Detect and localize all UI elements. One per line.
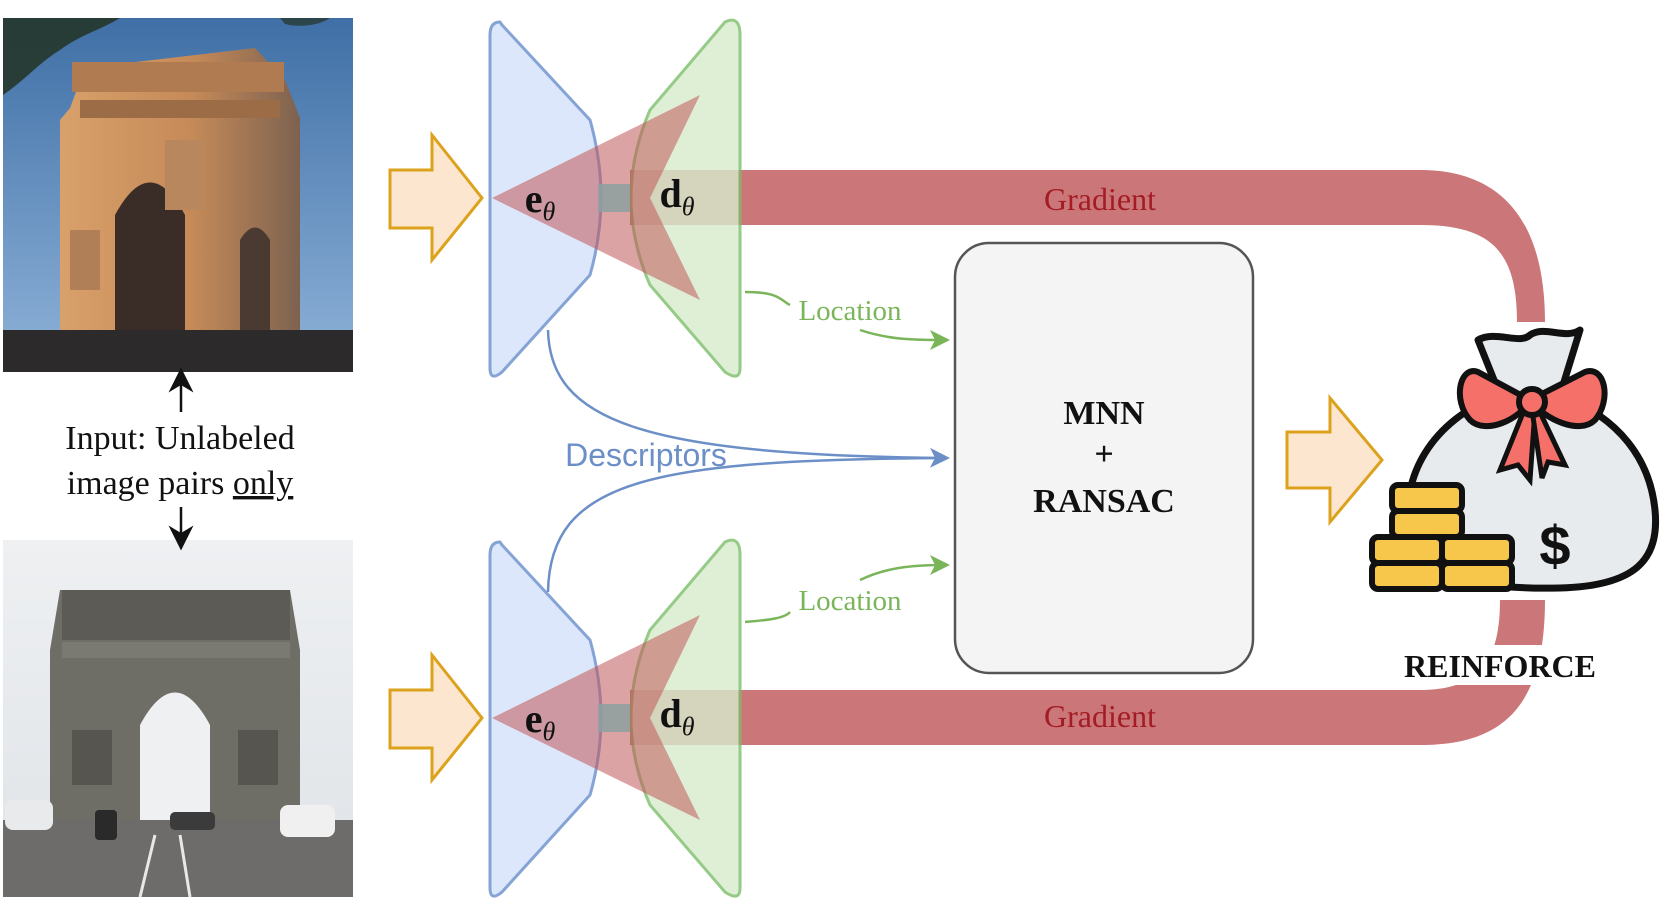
dollar-sign-icon: $ xyxy=(1539,514,1570,577)
matcher-line3: RANSAC xyxy=(1033,483,1175,520)
descriptors-label: Descriptors xyxy=(565,437,727,473)
descriptors-arrow-bottom xyxy=(546,456,946,593)
gradient-label-bottom: Gradient xyxy=(1044,698,1156,734)
gradient-band-bottom xyxy=(630,600,1545,745)
input-arrow-top xyxy=(388,130,484,265)
bottom-input-image xyxy=(3,540,353,898)
location-arrow-bottom xyxy=(744,565,945,624)
descriptors-arrow-top xyxy=(546,329,950,468)
top-encoder-label: eθ xyxy=(525,176,556,226)
location-label-bottom: Location xyxy=(798,585,902,617)
top-gradient-wedge xyxy=(492,95,700,300)
money-bag-with-coins-icon: $ xyxy=(1369,326,1660,592)
bottom-gradient-wedge xyxy=(492,615,700,820)
input-label-line2-underlined: only xyxy=(233,465,293,502)
coin-stack-icon xyxy=(1369,482,1515,592)
location-arrow-top xyxy=(744,290,945,340)
top-encoder-decoder: eθ dθ xyxy=(488,18,742,378)
bottom-encoder-decoder: eθ dθ xyxy=(488,538,742,898)
top-decoder-label: dθ xyxy=(659,171,694,221)
input-caption: Input: Unlabeled image pairs only xyxy=(65,367,295,551)
matcher-line2: + xyxy=(1094,436,1113,473)
gradient-label-top: Gradient xyxy=(1044,181,1156,217)
input-label-line2-prefix: image pairs xyxy=(67,465,233,502)
bottom-encoder-label: eθ xyxy=(525,696,556,746)
input-label-line1: Input: Unlabeled xyxy=(65,420,294,457)
input-label-line2: image pairs only xyxy=(67,465,294,502)
gradient-band-top xyxy=(630,170,1545,322)
bottom-decoder-label: dθ xyxy=(659,691,694,741)
input-arrow-bottom xyxy=(388,650,484,785)
output-arrow xyxy=(1285,393,1384,527)
reinforce-label: REINFORCE xyxy=(1404,648,1596,684)
top-input-image xyxy=(3,18,353,372)
reinforce-label-background xyxy=(1395,645,1605,685)
matcher-line1: MNN xyxy=(1063,395,1145,432)
matcher-box: MNN + RANSAC xyxy=(953,241,1255,675)
location-label-top: Location xyxy=(798,295,902,327)
